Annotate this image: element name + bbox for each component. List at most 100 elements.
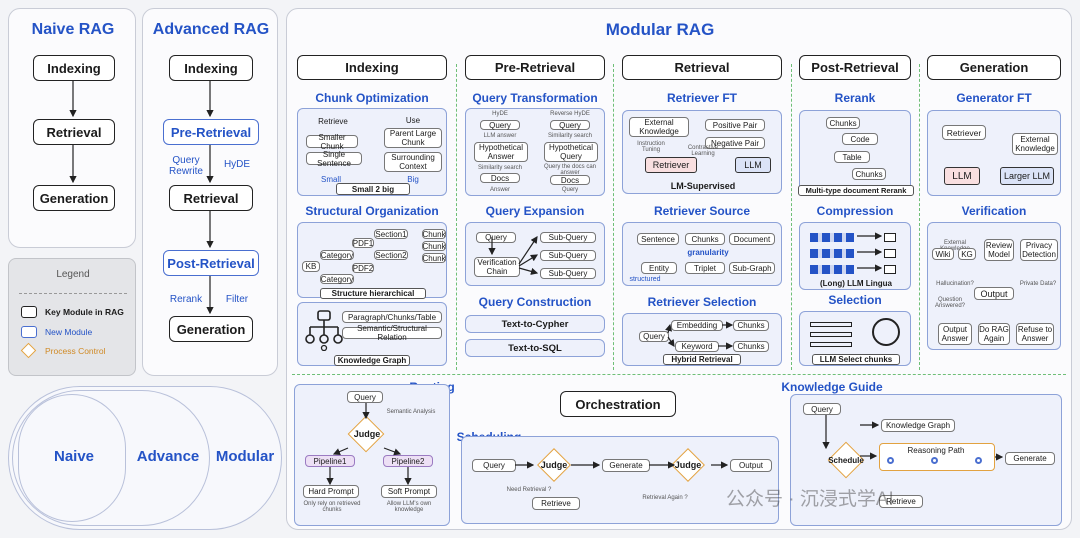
qt-query-1: Query	[480, 120, 520, 130]
ver-wiki: Wiki	[932, 248, 954, 260]
qt-answer: Answer	[489, 187, 510, 193]
rs-granularity: granularity	[687, 248, 729, 257]
routing-card: Query Semantic Analysis Judge Pipeline1 …	[294, 384, 450, 526]
qt-hyp-query: Hypothetical Query	[544, 142, 598, 162]
legend-process-swatch	[20, 342, 37, 359]
adv-filter-label: Filter	[225, 294, 249, 305]
paradigm-modular-label: Modular	[215, 448, 275, 465]
routing-query: Query	[347, 391, 383, 403]
ver-output-answer: Output Answer	[938, 323, 972, 345]
kgd-knowledge-graph: Knowledge Graph	[881, 419, 955, 432]
rs-structured: structured	[629, 276, 661, 283]
ver-kg: KG	[958, 248, 976, 260]
naive-rag-panel: Naive RAG Indexing Retrieval Generation	[8, 8, 136, 248]
struct-pdf1: PDF1	[352, 238, 374, 248]
chunk-big-label: Big	[407, 175, 419, 184]
compression-title: Compression	[816, 204, 894, 218]
kgd-node-2	[931, 457, 938, 464]
adv-rerank-label: Rerank	[169, 294, 203, 305]
rerank-card: Chunks Code Table Chunks Multi-type docu…	[798, 110, 914, 196]
chunk-use-label: Use	[405, 116, 421, 125]
routing-note-1: Only rely on retrieved chunks	[303, 501, 361, 513]
modular-rag-title: Modular RAG	[605, 20, 715, 39]
gft-larger-llm: Larger LLM	[1000, 167, 1054, 185]
chunk-smaller-chunk: Smaller Chunk	[306, 133, 358, 151]
chunk-opt-card: Retrieve Smaller Chunk Single Sentence U…	[297, 108, 447, 196]
compression-bar-1	[810, 233, 854, 242]
rsel-query: Query	[639, 331, 669, 342]
rerank-chunks-2: Chunks	[852, 168, 886, 180]
legend-key-swatch	[21, 306, 37, 318]
openai-icon	[872, 318, 900, 346]
qt-llm-answer: LLM answer	[483, 133, 517, 139]
routing-pipeline-2: Pipeline2	[383, 455, 433, 467]
adv-query-rewrite-label: Query Rewrite	[169, 155, 203, 177]
rerank-code: Code	[842, 133, 878, 145]
rft-instruction: Instruction Tuning	[637, 141, 665, 153]
kg-item-relation: Semantic/Structural Relation	[342, 324, 442, 342]
kgd-query: Query	[803, 403, 841, 415]
chunk-small2big-footer: Small 2 big	[336, 183, 410, 195]
kgd-retrieve: Retrieve	[879, 495, 923, 508]
adv-hyde-label: HyDE	[223, 159, 251, 170]
rft-external: External Knowledge	[629, 117, 689, 137]
routing-note-2: Allow LLM's own knowledge	[386, 501, 432, 513]
struct-section1: Section1	[374, 229, 408, 239]
ver-review: Review Model	[984, 239, 1014, 261]
rs-chunks: Chunks	[685, 233, 725, 245]
ver-output: Output	[974, 287, 1014, 300]
gft-llm: LLM	[944, 167, 980, 185]
kgd-reasoning-path: Reasoning Path	[907, 446, 965, 455]
qe-title: Query Expansion	[485, 204, 585, 218]
qt-title: Query Transformation	[472, 91, 598, 105]
chunk-retrieve-label: Retrieve	[318, 117, 348, 126]
selection-line-3	[810, 342, 852, 347]
rs-sentence: Sentence	[637, 233, 679, 245]
struct-chunk-1: Chunk	[422, 229, 446, 239]
struct-footer: Structure hierarchical	[320, 288, 426, 299]
qt-docs-1: Docs	[480, 173, 520, 183]
struct-category-1: Category	[320, 250, 354, 260]
legend-key-label: Key Module in RAG	[45, 307, 124, 317]
routing-hard-prompt: Hard Prompt	[303, 485, 359, 498]
paradigm-advance-label: Advance	[136, 448, 200, 465]
struct-chunk-3: Chunk	[422, 253, 446, 263]
kgd-generate: Generate	[1005, 452, 1055, 465]
chunk-opt-title: Chunk Optimization	[315, 91, 429, 105]
ver-do-rag: Do RAG Again	[978, 323, 1010, 345]
compression-bar-2	[810, 249, 854, 258]
knowledge-guide-card: Query Knowledge Graph Schedule Reasoning…	[790, 394, 1062, 526]
structural-title: Structural Organization	[305, 204, 439, 218]
rft-llm: LLM	[735, 157, 771, 173]
watermark: 公众号 · 沉浸式学AI	[726, 489, 894, 510]
gft-external: External Knowledge	[1012, 133, 1058, 155]
compression-card: (Long) LLM Lingua	[799, 222, 911, 290]
qt-similarity-2: Similarity search	[547, 133, 592, 139]
rft-positive: Positive Pair	[705, 119, 765, 131]
kgd-node-1	[887, 457, 894, 464]
col-post-retrieval: Post-Retrieval	[799, 55, 911, 80]
struct-category-2: Category	[320, 274, 354, 284]
chunk-surrounding: Surrounding Context	[384, 152, 442, 172]
col-divider-3	[791, 64, 792, 370]
rsel-chunks-2: Chunks	[733, 341, 769, 352]
qt-query-2: Query	[550, 120, 590, 130]
chunk-parent-large: Parent Large Chunk	[384, 128, 442, 148]
qt-similarity-1: Similarity search	[477, 165, 522, 171]
qt-hyp-answer: Hypothetical Answer	[474, 142, 528, 162]
struct-kb: KB	[302, 261, 320, 272]
struct-chunk-2: Chunk	[422, 241, 446, 251]
advanced-rag-title: Advanced RAG	[152, 21, 270, 38]
legend-new-label: New Module	[45, 327, 93, 337]
orchestration-header: Orchestration	[560, 391, 676, 417]
rsel-keyword: Keyword	[675, 341, 719, 352]
compression-out-3	[884, 265, 896, 274]
compression-bar-3	[810, 265, 854, 274]
selection-card: LLM Select chunks	[799, 311, 911, 366]
rsel-embedding: Embedding	[671, 320, 723, 331]
selection-footer: LLM Select chunks	[812, 354, 900, 365]
legend-divider	[19, 293, 127, 294]
ver-hallucination: Hallucination?	[936, 281, 974, 287]
verification-card: External Knowledge Wiki KG Review Model …	[927, 222, 1061, 350]
qe-sub-3: Sub-Query	[540, 268, 596, 279]
